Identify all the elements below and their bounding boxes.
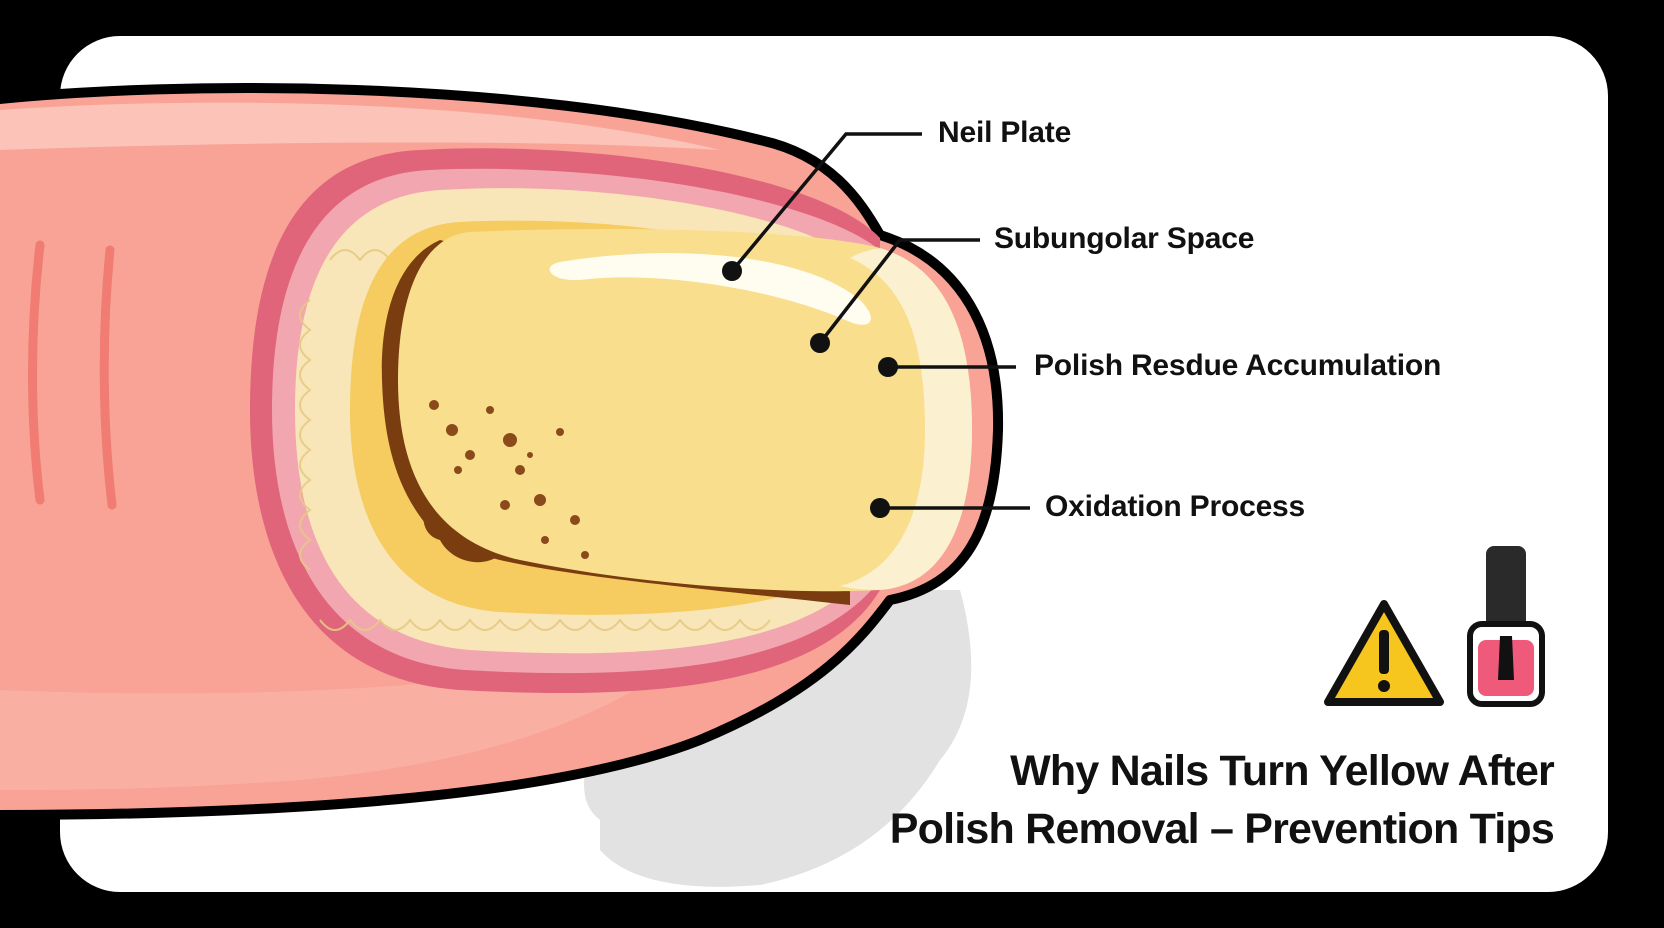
dot-nail-plate xyxy=(722,261,742,281)
title-line-2: Polish Removal – Prevention Tips xyxy=(889,805,1555,853)
page-title: Why Nails Turn Yellow After Polish Remov… xyxy=(889,742,1555,858)
leader-subungual xyxy=(818,238,980,345)
finger-highlight xyxy=(0,102,720,150)
leader-lines xyxy=(730,132,1030,510)
nail-free-edge xyxy=(840,248,972,590)
leader-dots xyxy=(722,261,898,518)
finger-shadow xyxy=(584,590,972,887)
label-oxidation-process: Oxidation Process xyxy=(1045,490,1306,523)
skin-crease-1 xyxy=(28,240,45,505)
dot-residue xyxy=(878,357,898,377)
skin-crease-2 xyxy=(99,245,117,510)
dot-subungual xyxy=(810,333,830,353)
dot-oxidation xyxy=(870,498,890,518)
leader-nail-plate xyxy=(730,132,922,273)
nail-polish-bottle-icon xyxy=(1467,546,1545,707)
label-polish-residue: Polish Resdue Accumulation xyxy=(1034,349,1442,382)
label-nail-plate: Neil Plate xyxy=(938,116,1072,149)
oxidation-spots xyxy=(429,400,589,559)
warning-triangle-icon xyxy=(1324,600,1444,706)
nail-highlight xyxy=(549,253,871,325)
title-line-1: Why Nails Turn Yellow After xyxy=(1010,747,1555,795)
label-subungual-space: Subungolar Space xyxy=(994,222,1255,255)
